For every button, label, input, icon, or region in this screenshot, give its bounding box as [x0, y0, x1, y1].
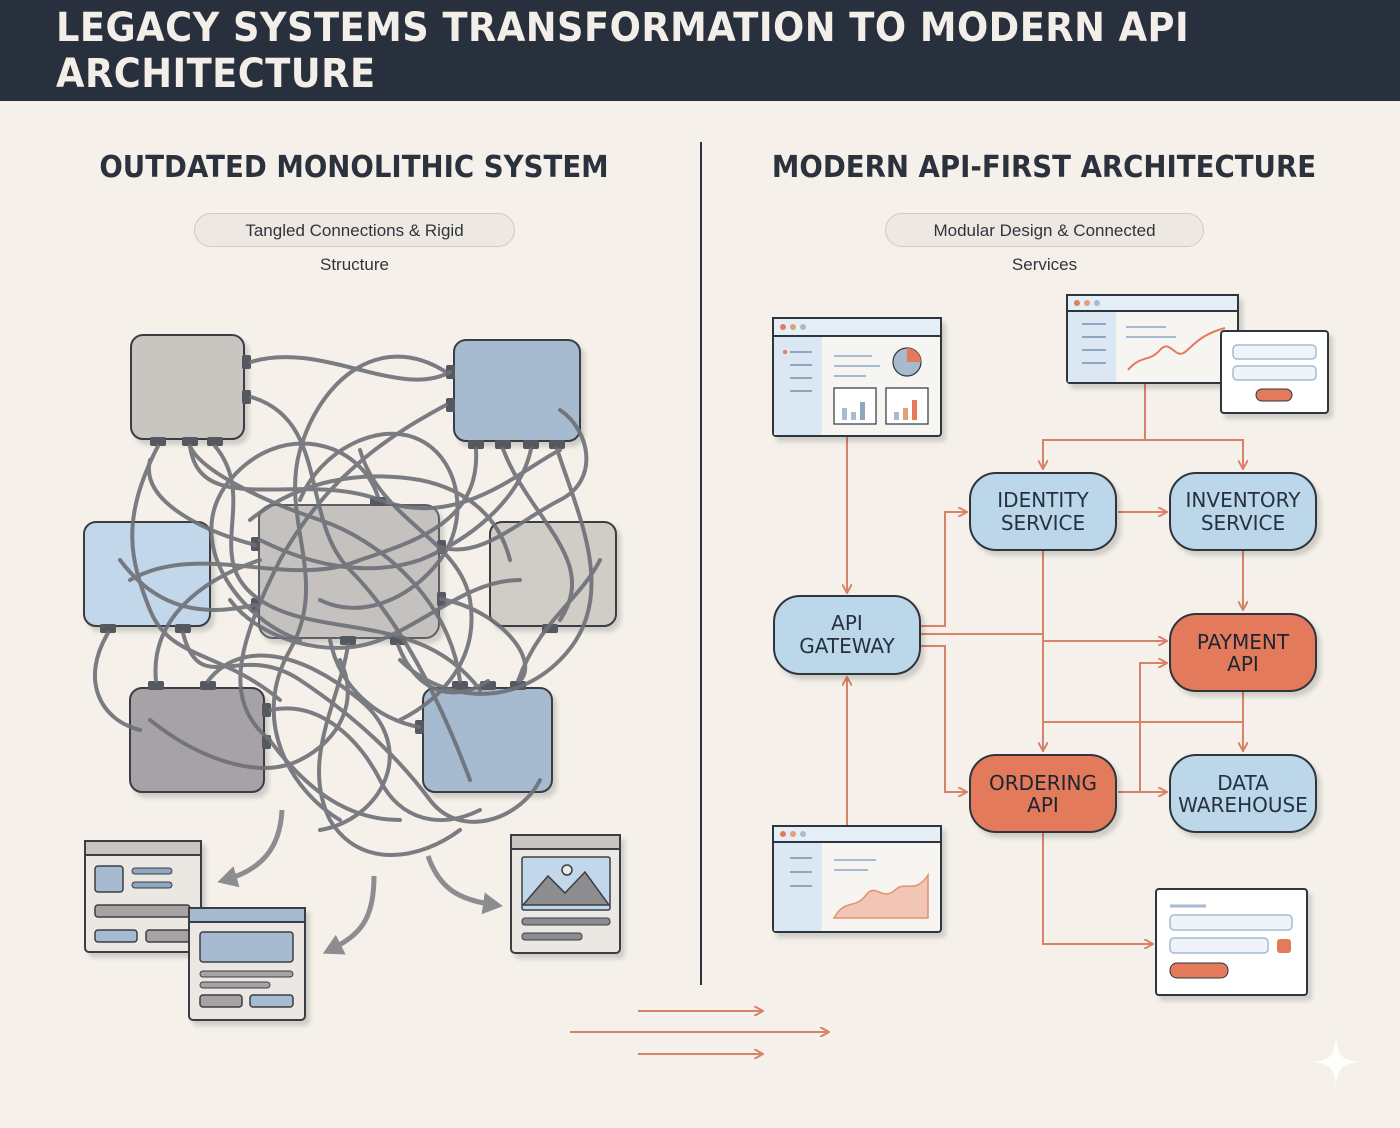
- legacy-module-mid-right: [489, 521, 617, 627]
- svg-text:WAREHOUSE: WAREHOUSE: [1178, 793, 1308, 817]
- left-panel-title: OUTDATED MONOLITHIC SYSTEM: [99, 150, 609, 185]
- svg-text:API: API: [831, 611, 863, 635]
- sparkle-icon: [1314, 1038, 1358, 1086]
- svg-text:GATEWAY: GATEWAY: [799, 634, 895, 658]
- panel-divider: [700, 142, 702, 985]
- modern-window-analytics: [1066, 294, 1239, 384]
- svg-text:SERVICE: SERVICE: [1201, 511, 1285, 535]
- service-connectors: [847, 384, 1243, 944]
- legacy-arrow-1: [217, 809, 285, 888]
- legacy-arrow-2: [322, 875, 377, 955]
- modern-window-dashboard: [772, 317, 942, 437]
- legacy-module-top-right: [453, 339, 581, 442]
- legacy-module-bottom-right: [422, 687, 553, 793]
- svg-text:SERVICE: SERVICE: [1001, 511, 1085, 535]
- svg-text:IDENTITY: IDENTITY: [997, 488, 1089, 512]
- node-api-gateway: API GATEWAY: [773, 595, 921, 675]
- svg-text:ORDERING: ORDERING: [989, 771, 1097, 795]
- modern-window-form-top: [1220, 330, 1329, 414]
- right-panel-subtitle: Modular Design & Connected Services: [885, 213, 1204, 274]
- node-ordering-api: ORDERING API: [969, 754, 1117, 833]
- modern-architecture-diagram: IDENTITY SERVICE INVENTORY SERVICE API G…: [772, 294, 1329, 996]
- page-title: LEGACY SYSTEMS TRANSFORMATION TO MODERN …: [56, 4, 1190, 97]
- svg-text:API: API: [1227, 652, 1259, 676]
- legacy-window-2: [188, 907, 306, 1021]
- modern-window-chart: [772, 825, 942, 933]
- legacy-module-top-left: [130, 334, 245, 440]
- node-data-warehouse: DATA WAREHOUSE: [1169, 754, 1317, 833]
- node-inventory-service: INVENTORY SERVICE: [1169, 472, 1317, 551]
- svg-text:API: API: [1027, 793, 1059, 817]
- svg-text:INVENTORY: INVENTORY: [1186, 488, 1302, 512]
- transition-arrows: [570, 1011, 828, 1054]
- modern-window-form-bottom: [1155, 888, 1308, 996]
- legacy-window-1: [84, 840, 202, 953]
- node-payment-api: PAYMENT API: [1169, 613, 1317, 692]
- right-panel-title: MODERN API-FIRST ARCHITECTURE: [771, 150, 1317, 185]
- tangled-cables: [92, 354, 602, 857]
- svg-text:PAYMENT: PAYMENT: [1197, 630, 1290, 654]
- node-identity-service: IDENTITY SERVICE: [969, 472, 1117, 551]
- svg-text:DATA: DATA: [1217, 771, 1269, 795]
- header-bar: LEGACY SYSTEMS TRANSFORMATION TO MODERN …: [0, 0, 1400, 101]
- legacy-monolith-diagram: [83, 334, 621, 1021]
- legacy-arrow-3: [425, 855, 503, 915]
- left-panel-subtitle: Tangled Connections & Rigid Structure: [194, 213, 515, 274]
- legacy-window-3: [510, 834, 621, 954]
